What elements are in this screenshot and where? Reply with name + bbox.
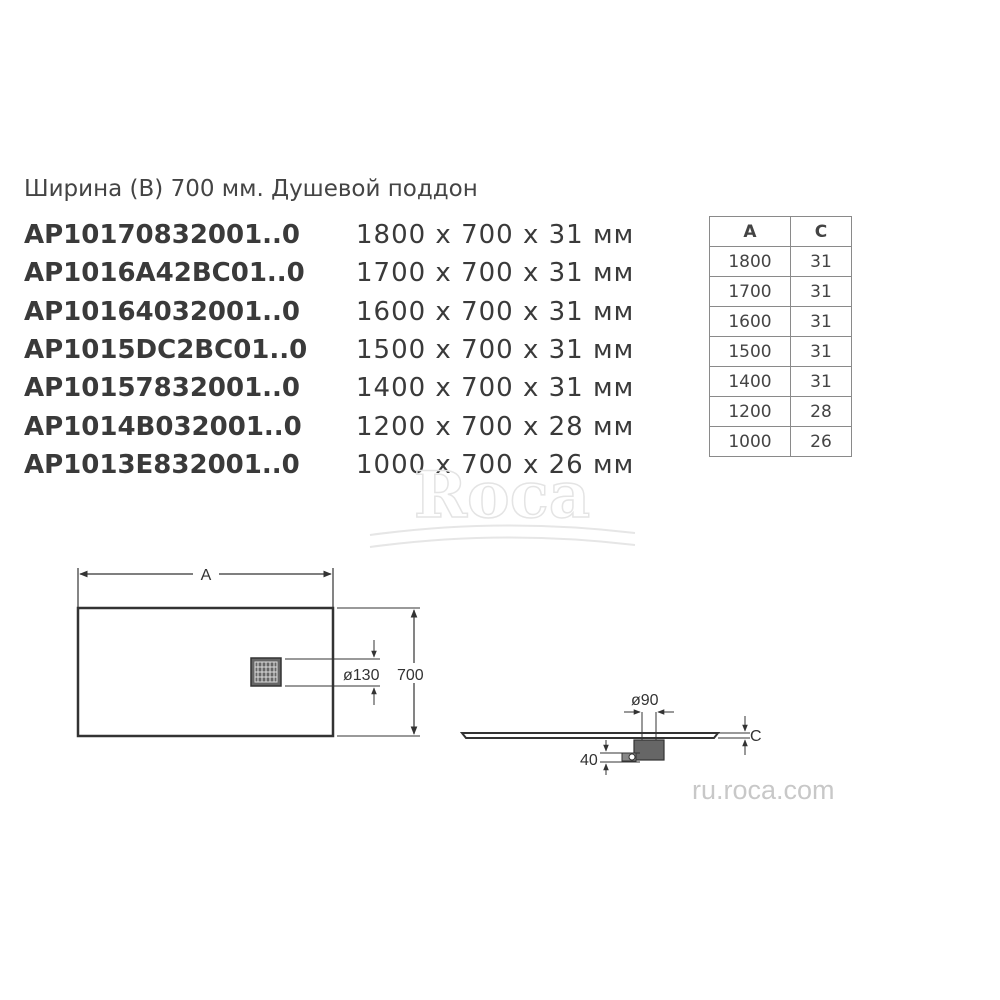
model-code: AP10157832001..0 xyxy=(24,373,301,404)
dimension-drain-offset: ø130 xyxy=(285,640,380,705)
table-header-row: A C xyxy=(709,216,852,247)
roca-watermark-logo: Roca xyxy=(369,457,636,548)
model-code: AP10164032001..0 xyxy=(24,296,301,327)
model-row: AP1015DC2BC01..0 1500 x 700 x 31 мм xyxy=(24,331,634,369)
model-dimensions: 1200 x 700 x 28 мм xyxy=(356,411,635,442)
label-diameter: ø90 xyxy=(631,692,659,709)
table-cell-a: 1600 xyxy=(709,306,791,337)
dimension-a: A xyxy=(77,563,334,608)
site-url: ru.roca.com xyxy=(692,775,835,805)
model-code: AP1016A42BC01..0 xyxy=(24,258,305,289)
model-dimensions: 1500 x 700 x 31 мм xyxy=(356,335,635,366)
table-row: 1000 26 xyxy=(709,426,852,457)
table-cell-a: 1700 xyxy=(709,276,791,307)
model-row: AP1016A42BC01..0 1700 x 700 x 31 мм xyxy=(24,254,634,292)
table-cell-c: 31 xyxy=(790,336,852,367)
table-cell-a: 1200 xyxy=(709,396,791,427)
label-a: A xyxy=(201,567,212,584)
table-cell-c: 28 xyxy=(790,396,852,427)
table-row: 1700 31 xyxy=(709,276,852,307)
model-dimensions: 1700 x 700 x 31 мм xyxy=(356,258,635,289)
label-depth: 40 xyxy=(580,752,598,769)
model-list: AP10170832001..0 1800 x 700 x 31 мм AP10… xyxy=(24,216,634,484)
table-row: 1400 31 xyxy=(709,366,852,397)
model-code: AP1013E832001..0 xyxy=(24,449,300,480)
model-row: AP10170832001..0 1800 x 700 x 31 мм xyxy=(24,216,634,254)
dimension-table: A C 1800 31 1700 31 1600 31 1500 31 1400… xyxy=(709,216,852,457)
table-row: 1800 31 xyxy=(709,246,852,277)
table-cell-a: 1000 xyxy=(709,426,791,457)
model-row: AP1014B032001..0 1200 x 700 x 28 мм xyxy=(24,407,634,445)
table-cell-a: 1500 xyxy=(709,336,791,367)
dimension-c: C xyxy=(718,716,762,755)
table-cell-a: 1400 xyxy=(709,366,791,397)
table-header-c: C xyxy=(790,216,852,247)
tray-top-view xyxy=(76,606,335,738)
tray-side-view xyxy=(459,732,721,762)
model-dimensions: 1400 x 700 x 31 мм xyxy=(356,373,635,404)
watermark-text: Roca xyxy=(414,458,590,533)
label-c: C xyxy=(750,728,762,745)
model-row: AP10164032001..0 1600 x 700 x 31 мм xyxy=(24,293,634,331)
dimension-depth: 40 xyxy=(580,740,640,775)
model-dimensions: 1000 x 700 x 26 мм xyxy=(356,449,635,480)
model-row: AP10157832001..0 1400 x 700 x 31 мм xyxy=(24,369,634,407)
model-dimensions: 1600 x 700 x 31 мм xyxy=(356,296,635,327)
label-drain: ø130 xyxy=(343,667,380,684)
table-row: 1200 28 xyxy=(709,396,852,427)
model-row: AP1013E832001..0 1000 x 700 x 26 мм xyxy=(24,446,634,484)
model-code: AP1014B032001..0 xyxy=(24,411,302,442)
table-row: 1600 31 xyxy=(709,306,852,337)
dimension-diameter: ø90 xyxy=(624,692,674,740)
model-dimensions: 1800 x 700 x 31 мм xyxy=(356,220,635,251)
drain-grate-icon xyxy=(250,657,282,687)
table-cell-c: 26 xyxy=(790,426,852,457)
model-code: AP10170832001..0 xyxy=(24,220,301,251)
table-cell-c: 31 xyxy=(790,246,852,277)
label-width: 700 xyxy=(397,667,424,684)
table-cell-c: 31 xyxy=(790,306,852,337)
model-code: AP1015DC2BC01..0 xyxy=(24,335,308,366)
dimension-width: 700 xyxy=(337,607,433,737)
table-cell-a: 1800 xyxy=(709,246,791,277)
page-heading: Ширина (B) 700 мм. Душевой поддон xyxy=(24,176,478,202)
table-cell-c: 31 xyxy=(790,276,852,307)
table-row: 1500 31 xyxy=(709,336,852,367)
